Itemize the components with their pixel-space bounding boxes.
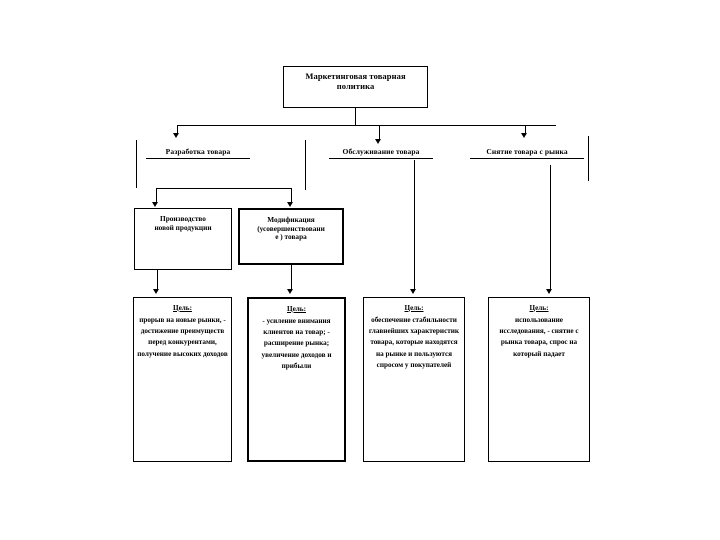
node-proizvodstvo-novoy-produktsii: Производство новой продукции	[134, 208, 232, 270]
connector-title-trunk	[355, 108, 356, 125]
node-title-box: Маркетинговая товарная политика	[283, 66, 428, 108]
connector-distribution-bar	[283, 125, 556, 126]
underline-razrabotka	[146, 158, 250, 159]
arrowhead-snyatie	[521, 133, 527, 138]
goal-2-body: - усиление внимания клиентов на товар; -…	[261, 317, 332, 370]
arrowhead-goal-3	[410, 289, 416, 294]
connector-bar-right-ext	[525, 125, 556, 126]
node-razrabotka-label: Разработка товара	[165, 147, 231, 156]
goal-2-head: Цель:	[286, 305, 306, 313]
goal-1-head: Цель:	[172, 304, 192, 312]
rail-mid-boundary	[305, 140, 306, 190]
node-goal-4: Цель: использование исследования, - снят…	[488, 297, 590, 462]
arrowhead-goal-2	[287, 289, 293, 294]
node-snyatie-s-rynka: Снятие товара с рынка	[468, 147, 586, 156]
connector-level3-stem	[156, 188, 157, 203]
goal-4-body: использование исследования, - снятие с р…	[499, 316, 579, 358]
connector-drop-razrabotka	[177, 125, 178, 133]
arrowhead-goal-1	[153, 289, 159, 294]
connector-bar-left-ext	[177, 125, 283, 126]
arrowhead-proizvodstvo	[152, 202, 158, 207]
connector-goal-3-stem	[414, 160, 415, 290]
connector-level3-stem-right	[291, 188, 292, 203]
goal-3-body: обеспечение стабильности главнейших хара…	[368, 316, 460, 369]
node-goal-1: Цель: прорыв на новые рынки, - достижени…	[133, 297, 232, 462]
node-obsluzhivanie-label: Обслуживание товара	[342, 147, 420, 156]
title-line-1: Маркетинговая товарная	[305, 71, 406, 81]
connector-goal-2-stem	[291, 265, 292, 290]
connector-level3-bar	[156, 188, 291, 189]
rail-right-boundary	[588, 136, 589, 181]
arrowhead-goal-4	[546, 289, 552, 294]
arrowhead-razrabotka	[173, 133, 179, 138]
modifikatsiya-line-3: е ) товара	[275, 232, 307, 242]
goal-1-body: прорыв на новые рынки, - достижение преи…	[137, 316, 228, 358]
rail-left-boundary	[136, 140, 137, 188]
connector-drop-snyatie	[525, 125, 526, 133]
modifikatsiya-line-2: (усовершенствовани	[257, 223, 325, 233]
node-razrabotka-tovara: Разработка товара	[142, 147, 254, 156]
connector-goal-1-stem	[157, 270, 158, 290]
arrowhead-modifikatsiya	[287, 202, 293, 207]
proizvodstvo-line-2: новой продукции	[154, 222, 212, 232]
underline-obsluzhivanie	[329, 158, 433, 159]
node-goal-3: Цель: обеспечение стабильности главнейши…	[363, 297, 465, 462]
goal-3-head: Цель:	[404, 304, 424, 312]
underline-snyatie	[470, 158, 584, 159]
node-obsluzhivanie-tovara: Обслуживание товара	[325, 147, 437, 156]
title-line-2: политика	[336, 81, 375, 92]
connector-goal-4-stem	[550, 165, 551, 290]
connector-drop-obsluzhivanie	[379, 125, 380, 140]
proizvodstvo-line-1: Производство	[160, 214, 206, 223]
node-goal-2: Цель: - усиление внимания клиентов на то…	[247, 297, 346, 462]
modifikatsiya-line-1: Модификация	[267, 215, 315, 224]
goal-4-head: Цель:	[529, 304, 549, 312]
node-snyatie-label: Снятие товара с рынка	[486, 147, 568, 156]
arrowhead-obsluzhivanie	[375, 139, 381, 144]
node-modifikatsiya-tovara: Модификация (усовершенствовани е ) товар…	[238, 208, 344, 265]
